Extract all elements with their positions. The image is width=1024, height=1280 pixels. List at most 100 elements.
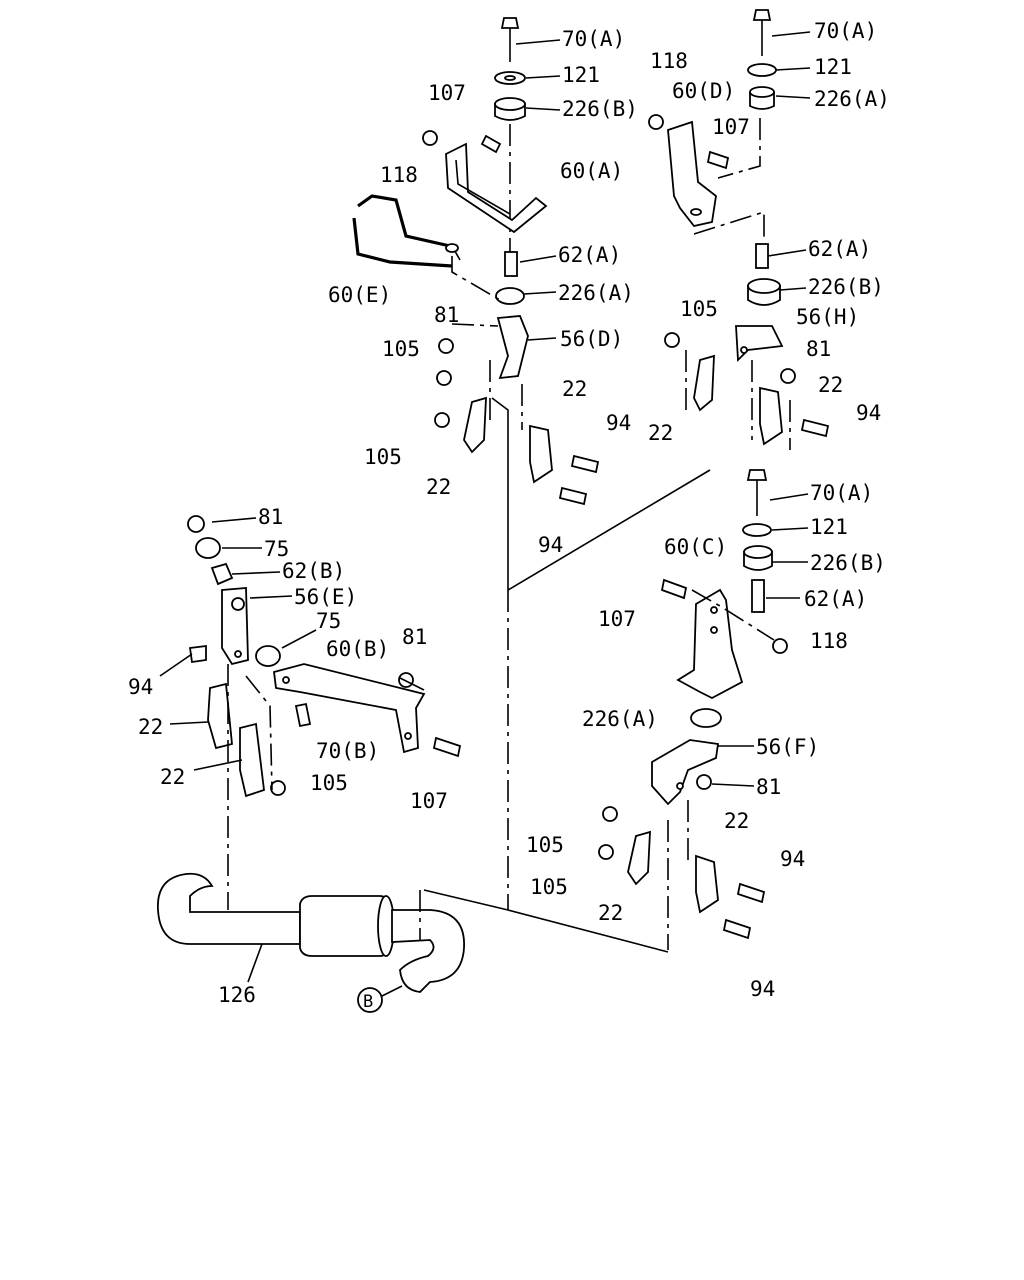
part-label: 60(A) [560, 159, 623, 183]
part-label: 22 [648, 421, 673, 445]
part-label: 118 [650, 49, 688, 73]
part-label: 121 [562, 63, 600, 87]
part-label: 62(A) [808, 237, 871, 261]
bolt-part [706, 150, 730, 170]
part-label: 62(A) [804, 587, 867, 611]
nut-part [602, 806, 618, 822]
clamp-part [207, 682, 233, 750]
spacer-part [504, 251, 518, 277]
pipe-part [391, 909, 465, 993]
part-label: 105 [364, 445, 402, 469]
part-label: 22 [562, 377, 587, 401]
nut-part [434, 412, 450, 428]
part-label: 226(B) [810, 551, 886, 575]
bolt-part [500, 17, 520, 29]
part-label: 81 [434, 303, 459, 327]
spacer-part [755, 243, 769, 269]
mount-group-top-right [648, 9, 830, 450]
part-label: 70(B) [316, 739, 379, 763]
part-label: 105 [680, 297, 718, 321]
nut-part [436, 370, 452, 386]
part-label: 62(A) [558, 243, 621, 267]
clamp-part [239, 722, 265, 798]
bracket-60b [273, 663, 426, 754]
part-label: 56(D) [560, 327, 623, 351]
part-label: 60(D) [672, 79, 735, 103]
part-label: 81 [258, 505, 283, 529]
part-label: 94 [128, 675, 153, 699]
clamp-part [695, 854, 719, 914]
bracket-56h [735, 325, 784, 363]
bolt-part [570, 454, 600, 474]
nut-part [598, 844, 614, 860]
nut-part [398, 672, 414, 688]
part-label: 94 [538, 533, 563, 557]
bracket-60c [676, 588, 744, 700]
nut-part [780, 368, 796, 384]
bolt-part [752, 9, 772, 21]
washer-part [747, 63, 777, 77]
part-label: 226(B) [808, 275, 884, 299]
bolt-part [294, 702, 312, 728]
part-label: 60(E) [328, 283, 391, 307]
nut-part [664, 332, 680, 348]
part-label: 62(B) [282, 559, 345, 583]
part-label: 22 [724, 809, 749, 833]
rubber-cushion-part [255, 645, 281, 667]
part-label: 22 [160, 765, 185, 789]
part-label: 105 [382, 337, 420, 361]
part-labels: 70(A) 121 226(B) 107 118 60(A) 62(A) 226… [128, 19, 890, 1012]
bolt-part [736, 882, 766, 904]
mount-group-right-middle [598, 469, 788, 950]
part-label: 75 [316, 609, 341, 633]
nut-part [187, 515, 205, 533]
bolt-part [722, 918, 752, 940]
part-label: 56(H) [796, 305, 859, 329]
washer-part [742, 523, 772, 537]
bolt-part [432, 736, 462, 758]
part-label: 226(B) [562, 97, 638, 121]
part-label: 121 [814, 55, 852, 79]
part-label: 81 [806, 337, 831, 361]
bracket-56d [496, 315, 529, 380]
spacer-part [751, 579, 765, 613]
part-label: 70(A) [562, 27, 625, 51]
nut-part [270, 780, 286, 796]
part-label: 226(A) [558, 281, 634, 305]
part-label: 22 [818, 373, 843, 397]
nut-part [772, 638, 788, 654]
part-label: 94 [606, 411, 631, 435]
clamp-part [759, 386, 783, 446]
part-label: 105 [310, 771, 348, 795]
part-label: 94 [856, 401, 881, 425]
part-label: 107 [428, 81, 466, 105]
mount-group-left [187, 515, 462, 910]
part-label: 22 [426, 475, 451, 499]
part-label: 94 [780, 847, 805, 871]
part-label: 22 [138, 715, 163, 739]
part-label: 81 [402, 625, 427, 649]
leader-lines [423, 397, 711, 953]
exhaust-pipe-126 [157, 872, 465, 993]
bracket-56f [651, 739, 720, 806]
part-label: 121 [810, 515, 848, 539]
part-label: 118 [380, 163, 418, 187]
bolt-part [188, 644, 207, 664]
bolt-part [746, 469, 768, 481]
label-leaders [159, 31, 811, 997]
part-label: 107 [712, 115, 750, 139]
part-label: 107 [598, 607, 636, 631]
bracket-60e [357, 194, 451, 248]
part-label: 226(A) [582, 707, 658, 731]
part-label: 60(B) [326, 637, 389, 661]
part-label: 22 [598, 901, 623, 925]
reference-circle-b [357, 987, 383, 1013]
bolt-part [480, 134, 502, 154]
spacer-part [210, 562, 234, 586]
clamp-part [693, 354, 715, 412]
part-label: 107 [410, 789, 448, 813]
part-label: B [363, 992, 373, 1012]
nut-part [696, 774, 712, 790]
